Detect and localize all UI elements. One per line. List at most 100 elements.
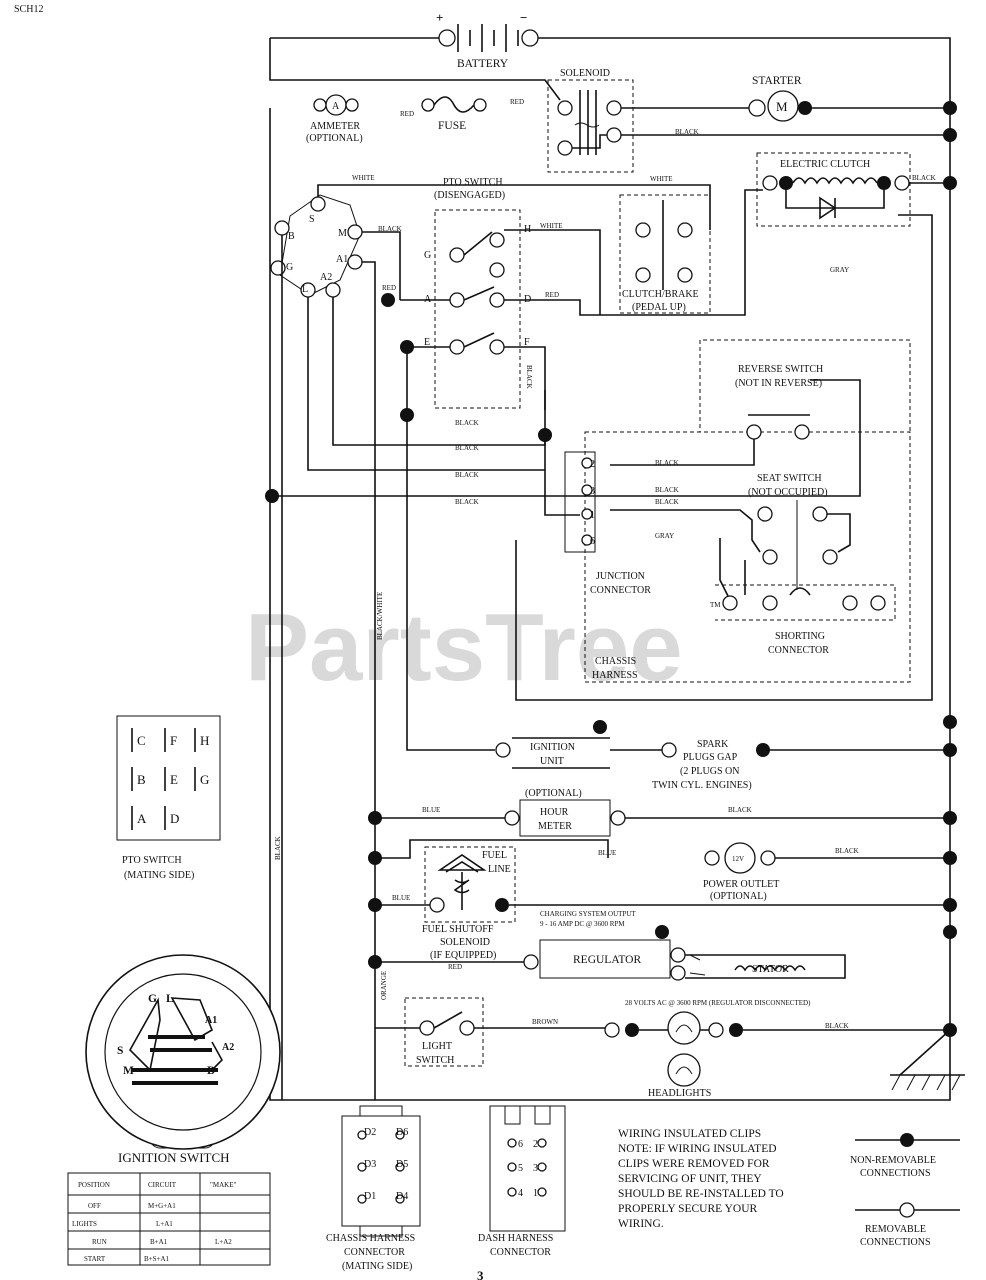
fuse-wire-red2: RED [510,98,524,106]
tbl-r2c2: L+A2 [215,1238,232,1246]
wire-black-12: BLACK [835,847,859,855]
face-b: B [207,1065,215,1077]
ignition-switch-label: IGNITION SWITCH [118,1150,230,1165]
shorting-label2: CONNECTOR [768,645,829,656]
electric-clutch-label: ELECTRIC CLUTCH [780,159,870,170]
pto-switch: PTO SWITCH (DISENGAGED) G H A D E F WHIT… [424,177,563,427]
cc-pin-d3: D3 [364,1159,376,1170]
left-nodes [368,811,382,969]
hour-line1: HOUR [540,807,569,818]
wire-white-2: WHITE [540,222,563,230]
charging-line2: 9 - 16 AMP DC @ 3600 RPM [540,920,625,928]
starter-symbol: M [776,99,788,114]
wire-red-4: RED [448,963,462,971]
wire-red-2: RED [382,284,396,292]
dc-pin-3: 3 [533,1163,538,1174]
fuse-wire-red: RED [400,110,414,118]
wiring-note: WIRING INSULATED CLIPS NOTE: IF WIRING I… [618,1128,784,1230]
cc-pin-d5: D5 [396,1159,408,1170]
note-l6: PROPERLY SECURE YOUR [618,1203,758,1215]
cc-line1: CHASSIS HARNESS [326,1233,415,1244]
battery-minus: − [520,10,527,25]
hour-optional: (OPTIONAL) [525,788,582,799]
ign-term-a2: A2 [320,272,332,283]
spark-line2: PLUGS GAP [683,752,738,763]
pto-mating-label: PTO SWITCH [122,855,182,866]
cc-pin-d1: D1 [364,1191,376,1202]
wire-black-white: BLACK/WHITE [376,592,384,640]
pto-pin-b: B [137,772,146,787]
pto-term-f: F [524,337,530,348]
face-g: G [148,993,157,1005]
ign-unit-label: IGNITION [530,742,575,753]
tbl-r2c1: B+A1 [150,1238,168,1246]
face-a1: A1 [205,1015,217,1026]
outlet-symbol: 12V [732,855,744,863]
fuse: FUSE RED RED [400,96,524,132]
ignition-switch-face: G L A1 S A2 M B IGNITION SWITCH [85,954,281,1165]
headlights-label: HEADLIGHTS [648,1088,711,1099]
clutch-brake-sub: (PEDAL UP) [632,302,686,313]
tbl-r0c0: OFF [88,1202,101,1210]
fuel-line3: (IF EQUIPPED) [430,950,496,961]
cc-line3: (MATING SIDE) [342,1261,412,1272]
hour-meter: (OPTIONAL) HOUR METER BLUE BLACK [375,788,950,837]
ac-note: 28 VOLTS AC @ 3600 RPM (REGULATOR DISCON… [625,999,811,1007]
wire-black-2: BLACK [378,225,402,233]
spark-line1: SPARK [697,739,729,750]
spark-line4: TWIN CYL. ENGINES) [652,780,752,791]
reverse-switch-label: REVERSE SWITCH [738,364,823,375]
cc-pin-d6: D6 [396,1127,408,1138]
wire-white-1: WHITE [352,174,375,182]
chassis-label: CHASSIS [595,656,636,667]
jc-pin-1: 1 [590,510,595,521]
solenoid: SOLENOID [547,68,634,173]
fuse-label: FUSE [438,120,466,132]
legend-nonremovable2: CONNECTIONS [860,1168,931,1179]
pto-mating-sub: (MATING SIDE) [124,870,194,881]
battery: + − BATTERY [436,10,539,70]
shorting-label: SHORTING [775,631,825,642]
tbl-r0c1: M+G+A1 [148,1202,176,1210]
pto-sub: (DISENGAGED) [434,190,505,201]
legend-nonremovable: NON-REMOVABLE [850,1155,936,1166]
jc-pin-2: 2 [590,459,595,470]
fuel-line2: SOLENOID [440,937,490,948]
ignition-switch-table: POSITION CIRCUIT "MAKE" OFF M+G+A1 LIGHT… [67,1172,271,1266]
fuel-line-label2: LINE [488,864,511,875]
cc-pin-d4: D4 [396,1191,408,1202]
solenoid-label: SOLENOID [560,68,610,79]
chassis-label2: HARNESS [592,670,638,681]
jc-pin-6: 6 [590,536,595,547]
pto-pin-h: H [200,733,209,748]
light-line2: SWITCH [416,1055,454,1066]
battery-label: BATTERY [457,58,509,70]
legend-removable: REMOVABLE [865,1224,926,1235]
pto-term-g: G [424,250,431,261]
dc-pin-1: 1 [533,1188,538,1199]
note-l5: SHOULD BE RE-INSTALLED TO [618,1188,784,1200]
wire-blue-1: BLUE [422,806,440,814]
pto-pin-a: A [137,811,147,826]
ign-term-a1: A1 [336,254,348,265]
pto-pin-c: C [137,733,146,748]
wire-blue-3: BLUE [392,894,410,902]
jc-label: JUNCTION [596,571,645,582]
wire-black-left: BLACK [274,836,282,860]
fuel-line1: FUEL SHUTOFF [422,924,494,935]
ign-term-m: M [338,228,347,239]
regulator: CHARGING SYSTEM OUTPUT 9 - 16 AMP DC @ 3… [375,910,846,1007]
right-nodes [943,101,957,1037]
tbl-r3c1: B+S+A1 [144,1255,170,1263]
dc-pin-2: 2 [533,1139,538,1150]
ignition-unit: IGNITION UNIT SPARK PLUGS GAP (2 PLUGS O… [495,720,950,791]
ign-unit-label2: UNIT [540,756,564,767]
tbl-r1c2: L+A1 [156,1220,173,1228]
pto-mating: C F H B E G A D PTO SWITCH (MATING SIDE) [116,715,221,881]
cc-pin-d2: D2 [364,1127,376,1138]
stator-label: STATOR [752,964,789,975]
node-left-black [265,489,279,503]
ammeter-label: AMMETER [310,121,360,132]
dc-line1: DASH HARNESS [478,1233,553,1244]
wire-red-3: RED [545,291,559,299]
